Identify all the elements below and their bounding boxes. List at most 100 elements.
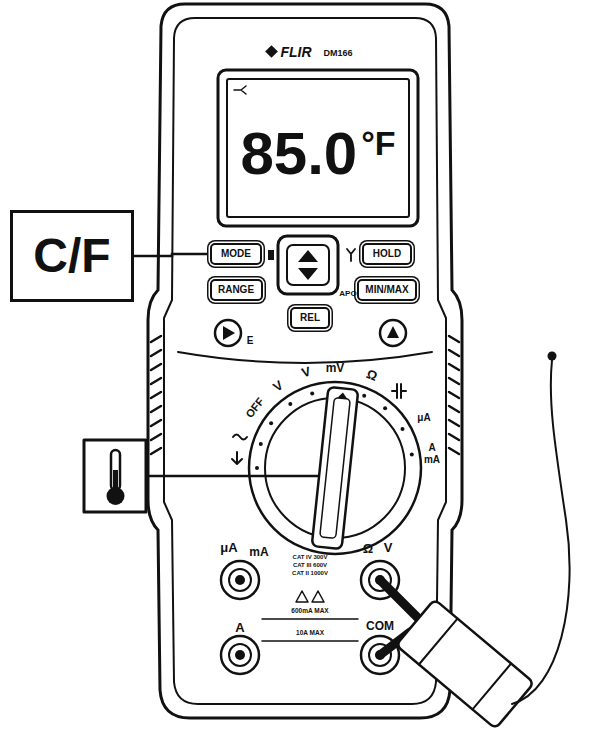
dial-knob (312, 387, 359, 549)
input-jack (221, 561, 399, 674)
button-icon (268, 250, 274, 260)
brand-mark (265, 45, 278, 58)
thermocouple-wire (512, 352, 570, 705)
thermometer-callout (107, 487, 125, 505)
button-label: RANGE (218, 285, 254, 295)
warning-symbol (296, 591, 324, 602)
rotary-dial (269, 421, 273, 425)
dial-label: Ω (365, 367, 380, 383)
arrow-button (298, 250, 318, 280)
rating-text: 600mA MAX (291, 608, 328, 615)
button-label: MODE (221, 249, 251, 259)
input-jack (235, 575, 245, 585)
display-icon (234, 86, 246, 94)
button-caption: E (247, 336, 254, 346)
thermocouple-wire (548, 352, 557, 361)
dial-label: mV (326, 362, 345, 374)
min-max-button: MIN/MAX (357, 279, 417, 301)
thermocouple-plug (396, 599, 534, 729)
jack-label: COM (366, 620, 394, 632)
model-number: DM166 (323, 49, 352, 58)
button-icon (347, 249, 355, 261)
callout-box: C/F (10, 210, 134, 302)
thermocouple-plug (419, 619, 511, 710)
rotary-dial (249, 382, 421, 554)
jack-label: A (235, 621, 244, 634)
fuse-bracket (262, 619, 358, 641)
input-jack (221, 636, 259, 674)
button-label: HOLD (373, 249, 401, 259)
leader-line (146, 476, 322, 477)
thermometer-callout (84, 440, 146, 512)
face-divider (178, 352, 432, 363)
dial-label: A (428, 443, 435, 453)
display-bezel (218, 70, 418, 226)
input-jack (229, 569, 251, 591)
rotary-dial (401, 427, 405, 431)
leader-line (146, 475, 322, 478)
button-caption: APO (339, 290, 356, 298)
rotary-dial (383, 406, 387, 410)
dial-label: OFF (244, 396, 266, 420)
dial-symbol (232, 452, 242, 464)
brand-logo: FLIR (280, 45, 311, 59)
grip-ridges (151, 336, 161, 454)
display-icon (234, 86, 246, 94)
input-jack (235, 650, 245, 660)
rel-button: REL (290, 307, 330, 329)
round-button (380, 320, 406, 346)
button-icon (268, 249, 355, 261)
rating-text: CAT IV 300V (293, 554, 328, 560)
rotary-dial (310, 391, 314, 395)
thermocouple-wire (512, 360, 570, 704)
rating-text: CAT III 600V (293, 562, 327, 568)
range-button: RANGE (210, 279, 263, 301)
display-bezel (218, 70, 418, 226)
callout-text: C/F (33, 232, 110, 280)
rating-text: 10A MAX (296, 630, 324, 637)
warning-symbol (296, 591, 324, 602)
jack-label: Ω (363, 542, 373, 555)
input-jack (221, 561, 259, 599)
dial-label: V (300, 365, 312, 380)
round-button (387, 326, 399, 338)
housing-outline (148, 4, 462, 718)
jack-label: V (384, 541, 393, 554)
arrow-button (278, 236, 338, 294)
dial-symbol (232, 384, 406, 464)
jack-label: μA (220, 541, 237, 554)
face-divider (178, 352, 432, 363)
dial-label: V (271, 378, 286, 394)
callout-leader (134, 254, 210, 256)
dial-label: μA (417, 413, 430, 423)
rotary-dial (255, 466, 259, 470)
display-reading: 85.0 (240, 124, 357, 184)
rating-text: CAT II 1000V (292, 570, 328, 576)
brand-mark (265, 45, 278, 58)
grip-ridges (449, 336, 459, 454)
round-button (223, 326, 235, 340)
button-label: MIN/MAX (365, 285, 408, 295)
dial-knob (320, 398, 351, 539)
mode-button: MODE (210, 243, 262, 265)
hold-button: HOLD (362, 243, 412, 265)
thermometer-callout (84, 440, 146, 512)
lcd-display: 85.0°F (226, 78, 410, 218)
rotary-dial (410, 453, 414, 457)
dial-symbol (392, 384, 406, 398)
rotary-dial (259, 442, 263, 446)
dial-symbol (233, 435, 247, 440)
dial-knob (337, 392, 348, 399)
dial-label: mA (424, 455, 440, 465)
dial-knob (312, 387, 359, 549)
round-button (215, 320, 241, 346)
rotary-dial (249, 382, 421, 554)
jack-label: mA (249, 546, 268, 558)
multimeter-illustration (84, 45, 570, 729)
button-label: REL (300, 313, 320, 323)
arrow-button (278, 236, 338, 294)
thermocouple-plug (396, 599, 534, 729)
